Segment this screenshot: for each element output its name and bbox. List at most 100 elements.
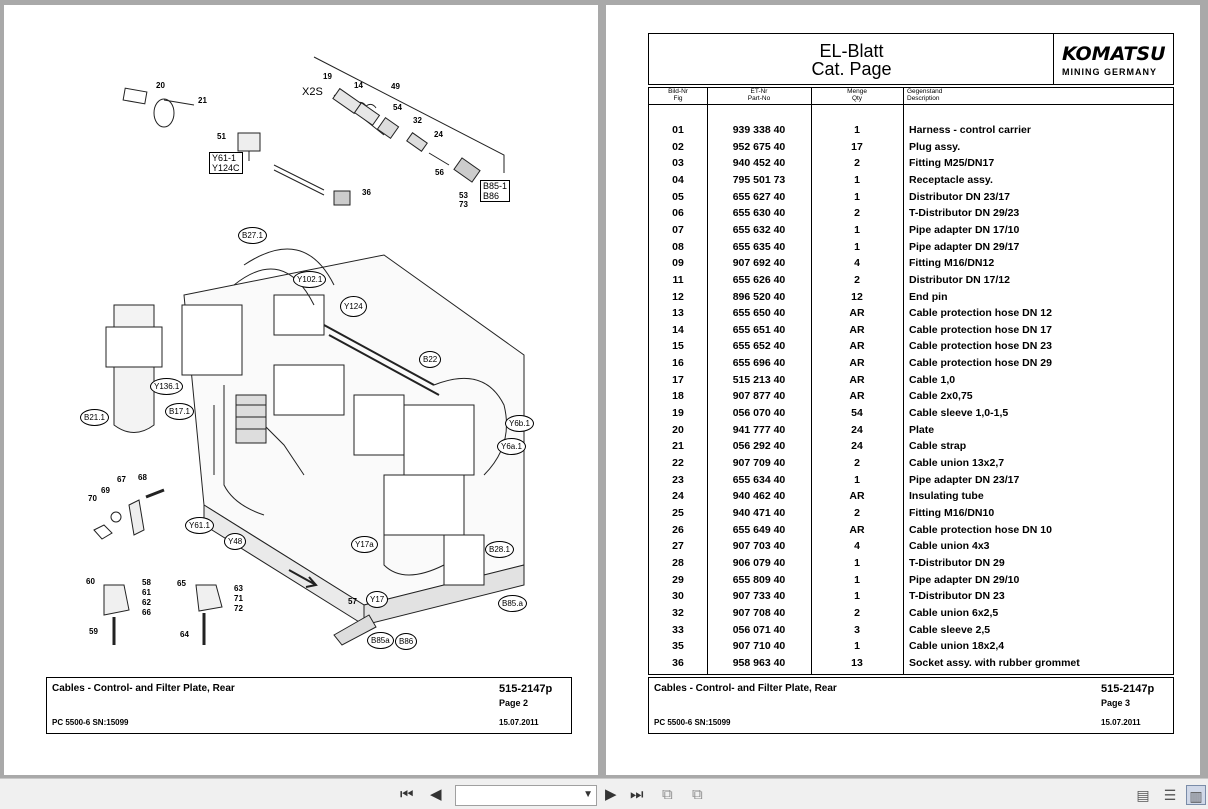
description-cell: Socket assy. with rubber grommet	[909, 656, 1080, 669]
quantity-cell: 2	[854, 606, 860, 619]
quantity-cell: AR	[849, 373, 865, 386]
column-header-desc: Gegenstand Description	[903, 88, 1173, 105]
description-cell: Cable sleeve 2,5	[909, 623, 991, 636]
callout-49: 49	[391, 82, 400, 91]
quantity-cell: AR	[849, 357, 865, 370]
callout-66: 66	[142, 608, 151, 617]
tag-b85a-right: B85.a	[498, 595, 527, 612]
callout-73: 73	[459, 200, 468, 209]
description-cell: Distributor DN 23/17	[909, 190, 1010, 203]
tag-y6b: Y6b.1	[505, 415, 534, 432]
drawing-title: Cables - Control- and Filter Plate, Rear	[654, 683, 837, 694]
callout-68: 68	[138, 473, 147, 482]
part-number-cell: 907 877 40	[732, 390, 786, 403]
logo-subtitle: MINING GERMANY	[1062, 67, 1157, 77]
description-cell: Cable protection hose DN 17	[909, 323, 1052, 336]
part-number-cell: 655 627 40	[732, 190, 786, 203]
part-number-cell: 907 703 40	[732, 540, 786, 553]
callout-20: 20	[156, 81, 165, 90]
fig-cell: 02	[672, 140, 684, 153]
prev-page-icon[interactable]: ◀	[430, 786, 442, 803]
fig-cell: 16	[672, 357, 684, 370]
quantity-cell: 12	[851, 290, 863, 303]
description-cell: Receptacle assy.	[909, 173, 993, 186]
description-cell: Pipe adapter DN 23/17	[909, 473, 1020, 486]
description-cell: Cable protection hose DN 10	[909, 523, 1052, 536]
part-number-cell: 941 777 40	[732, 423, 786, 436]
copy-icon[interactable]: ⧉	[662, 786, 673, 803]
part-number-cell: 655 649 40	[732, 523, 786, 536]
part-number-cell: 907 692 40	[732, 257, 786, 270]
part-number-cell: 655 652 40	[732, 340, 786, 353]
callout-56: 56	[435, 168, 444, 177]
fig-cell: 27	[672, 540, 684, 553]
description-cell: Distributor DN 17/12	[909, 273, 1010, 286]
page-number: Page 2	[499, 698, 529, 708]
fig-cell: 29	[672, 573, 684, 586]
fig-cell: 15	[672, 340, 684, 353]
column-header-fig: Bild-Nr Fig	[649, 88, 707, 105]
tag-y17a: Y17a	[351, 536, 378, 553]
callout-61: 61	[142, 588, 151, 597]
two-page-view-icon[interactable]: ▥	[1186, 785, 1206, 805]
description-cell: Cable union 6x2,5	[909, 606, 999, 619]
tag-b86: B86	[395, 633, 418, 650]
description-cell: Cable 2x0,75	[909, 390, 973, 403]
column-divider	[811, 88, 812, 674]
tag-y136: Y136.1	[150, 378, 184, 395]
part-number-cell: 907 708 40	[732, 606, 786, 619]
part-number-cell: 515 213 40	[732, 373, 786, 386]
page-select[interactable]: ▼	[455, 785, 597, 806]
description-cell: Cable union 13x2,7	[909, 457, 1005, 469]
quantity-cell: AR	[849, 490, 865, 503]
quantity-cell: AR	[849, 323, 865, 336]
fig-cell: 08	[672, 240, 684, 253]
box-tag-y61-y124c: Y61-1 Y124C	[209, 152, 243, 174]
part-number-cell: 952 675 40	[732, 140, 786, 153]
callout-65: 65	[177, 579, 186, 588]
logo-wordmark: KOMATSU	[1062, 43, 1166, 65]
page-number: Page 3	[1101, 698, 1131, 708]
header-title-en: Cat. Page	[811, 59, 892, 79]
paste-icon[interactable]: ⧉	[692, 786, 703, 803]
tag-b21: B21.1	[80, 409, 109, 426]
single-page-view-icon[interactable]: ▤	[1136, 787, 1150, 803]
quantity-cell: 2	[854, 207, 860, 220]
callout-60: 60	[86, 577, 95, 586]
last-page-icon[interactable]: ⏭	[630, 786, 644, 803]
fig-cell: 24	[672, 490, 684, 503]
description-cell: Cable strap	[909, 440, 967, 453]
part-number-cell: 655 635 40	[732, 240, 786, 253]
part-number-cell: 795 501 73	[732, 173, 786, 186]
quantity-cell: 1	[854, 124, 860, 136]
quantity-cell: 2	[854, 506, 860, 519]
description-cell: Pipe adapter DN 29/10	[909, 573, 1020, 586]
callout-19: 19	[323, 72, 332, 81]
continuous-view-icon[interactable]: ☰	[1163, 787, 1177, 803]
quantity-cell: AR	[849, 390, 865, 403]
description-cell: Pipe adapter DN 29/17	[909, 240, 1020, 253]
viewer-toolbar: ⏮ ◀ ▼ ▶ ⏭ ⧉ ⧉ ▤ ☰ ▥	[0, 778, 1208, 809]
first-page-icon[interactable]: ⏮	[400, 786, 414, 803]
description-cell: T-Distributor DN 29	[909, 556, 1005, 569]
quantity-cell: 1	[854, 240, 860, 253]
callout-36: 36	[362, 188, 371, 197]
next-page-icon[interactable]: ▶	[605, 786, 617, 803]
part-number-cell: 940 452 40	[732, 157, 786, 170]
fig-cell: 05	[672, 190, 684, 203]
description-cell: T-Distributor DN 29/23	[909, 207, 1020, 220]
